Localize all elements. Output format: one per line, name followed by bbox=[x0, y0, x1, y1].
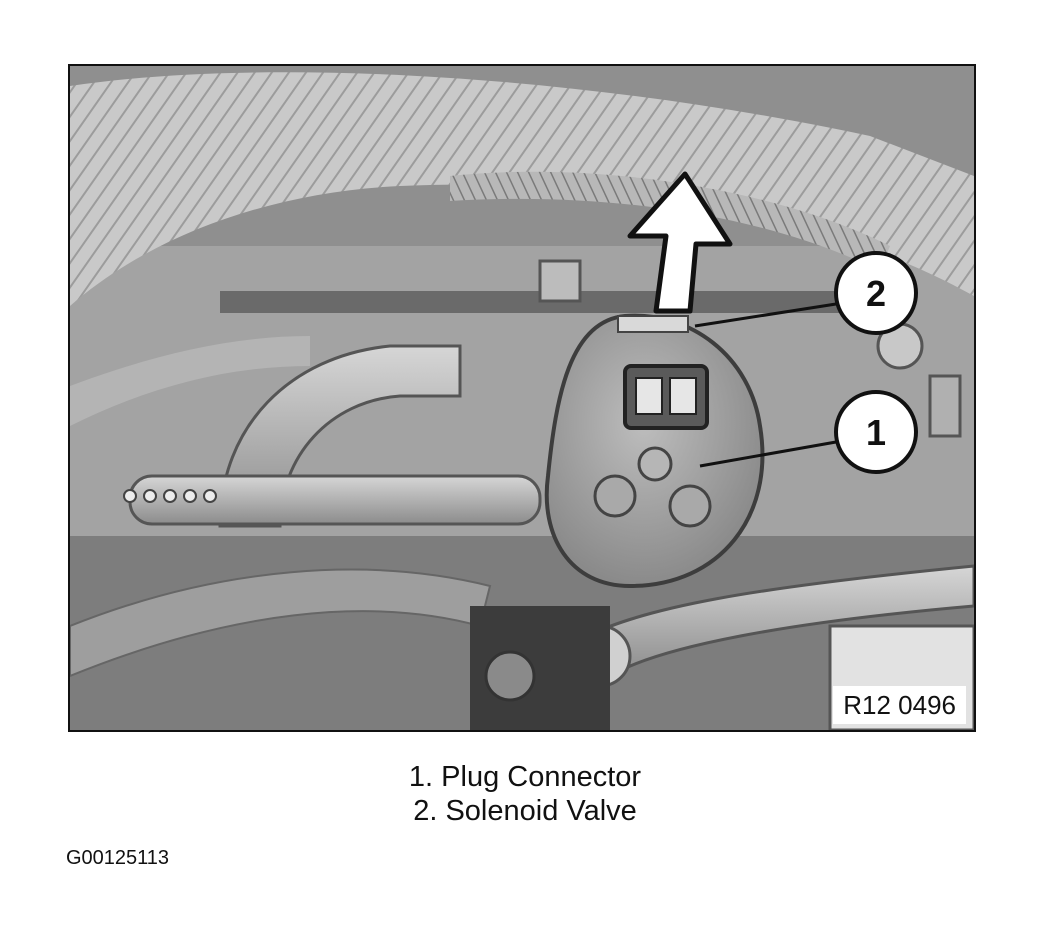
solenoid-valve bbox=[544, 313, 765, 589]
component-photo: 2 1 R12 0496 bbox=[68, 64, 976, 732]
engine-bay-illustration: 2 1 bbox=[70, 66, 974, 730]
legend-item-solenoid-valve: 2. Solenoid Valve bbox=[413, 795, 637, 827]
braided-hose bbox=[70, 72, 974, 306]
callout-2: 2 bbox=[834, 251, 918, 335]
legend: 1. Plug Connector 2. Solenoid Valve bbox=[0, 760, 1050, 828]
figure-id: G00125113 bbox=[66, 847, 170, 869]
reference-code-label: R12 0496 bbox=[833, 686, 966, 724]
callout-1-leader bbox=[699, 440, 837, 468]
plug-connector bbox=[623, 364, 709, 430]
direction-arrow bbox=[627, 171, 733, 314]
callout-2-leader bbox=[694, 302, 837, 328]
svg-text:1: 1 bbox=[866, 412, 886, 453]
callout-1: 1 bbox=[834, 390, 918, 474]
legend-item-plug-connector: 1. Plug Connector bbox=[408, 761, 642, 793]
svg-text:2: 2 bbox=[866, 273, 886, 314]
